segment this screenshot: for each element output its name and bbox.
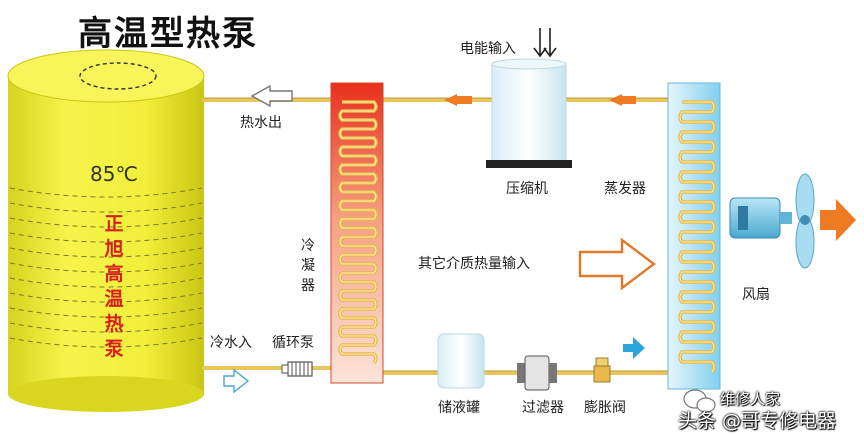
hot-water-tank bbox=[7, 49, 205, 412]
tank-brand-char: 正 bbox=[104, 213, 124, 235]
receiver-tank-label: 储液罐 bbox=[438, 400, 480, 416]
tank-brand-char: 泵 bbox=[104, 338, 124, 360]
compressor bbox=[486, 58, 572, 168]
electric-input-label: 电能输入 bbox=[460, 41, 516, 57]
cold-water-in-arrow bbox=[223, 368, 250, 394]
circulation-pump bbox=[281, 361, 313, 377]
condenser-label: 冷凝器 bbox=[301, 238, 315, 294]
tank-brand-char: 高 bbox=[104, 263, 124, 285]
other-heat-input-arrow bbox=[578, 237, 656, 291]
fan bbox=[729, 173, 815, 269]
filter-label: 过滤器 bbox=[522, 400, 564, 416]
refrigerant-pipes bbox=[202, 98, 670, 375]
tank-brand-char: 温 bbox=[104, 288, 124, 310]
tank-temperature: 85℃ bbox=[90, 162, 138, 186]
electric-input-arrow bbox=[533, 28, 557, 58]
circulation-pump-label: 循环泵 bbox=[272, 335, 314, 351]
tank-brand-label: 正 旭 高 温 热 泵 bbox=[102, 212, 126, 362]
fan-label: 风扇 bbox=[742, 287, 770, 303]
expansion-valve bbox=[593, 357, 611, 383]
evaporator-label: 蒸发器 bbox=[604, 181, 646, 197]
cold-water-in-label: 冷水入 bbox=[210, 335, 252, 351]
condenser bbox=[330, 82, 384, 384]
wechat-logo bbox=[683, 389, 716, 413]
tank-brand-char: 旭 bbox=[104, 238, 124, 260]
expansion-valve-label: 膨胀阀 bbox=[584, 400, 626, 416]
wechat-watermark: 维修人家 bbox=[720, 390, 781, 408]
receiver-tank bbox=[437, 333, 485, 389]
hot-water-out-label: 热水出 bbox=[240, 115, 282, 131]
compressor-label: 压缩机 bbox=[506, 181, 548, 197]
tank-brand-char: 热 bbox=[104, 313, 124, 335]
flow-arrows bbox=[444, 94, 856, 241]
cold-arrow bbox=[623, 337, 645, 359]
filter bbox=[517, 355, 557, 391]
hot-water-out-arrow bbox=[250, 84, 293, 108]
toutiao-watermark: 头条 @哥专修电器 bbox=[678, 410, 837, 432]
other-heat-input-label: 其它介质热量输入 bbox=[418, 256, 530, 272]
evaporator bbox=[667, 82, 721, 390]
diagram-title: 高温型热泵 bbox=[78, 14, 258, 54]
